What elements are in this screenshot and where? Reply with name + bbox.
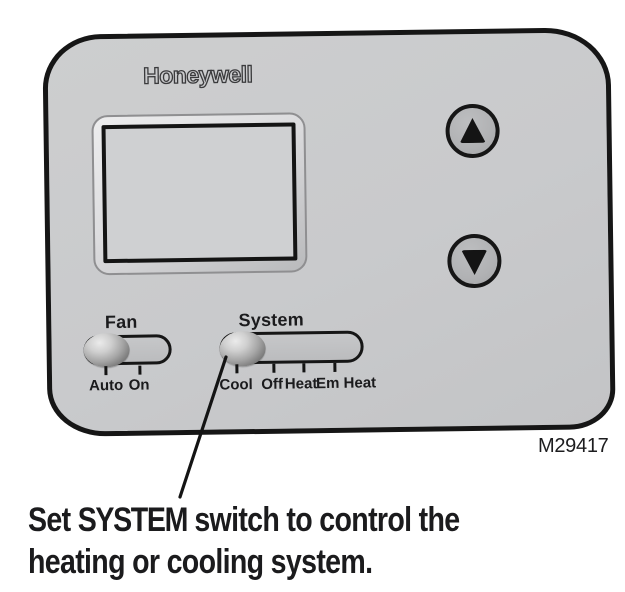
caption-line2: heating or cooling system. <box>28 543 373 581</box>
display-screen <box>101 122 298 264</box>
figure-code: M29417 <box>538 435 609 457</box>
fan-position-label-auto: Auto <box>88 376 124 395</box>
system-position-label-heat: Heat <box>284 375 318 393</box>
caption-line1-pre: Set <box>28 501 78 539</box>
fan-tick-on <box>138 365 142 375</box>
caption: Set SYSTEM switch to control the heating … <box>28 499 582 583</box>
fan-position-label-on: On <box>128 376 150 394</box>
fan-switch-label: Fan <box>104 311 138 333</box>
fan-tick-auto <box>104 366 108 376</box>
caption-line1-bold: SYSTEM <box>77 501 189 539</box>
system-position-label-off: Off <box>261 375 284 393</box>
system-switch-label: System <box>238 309 304 331</box>
up-arrow-icon <box>459 117 486 143</box>
system-tick-heat <box>302 363 306 373</box>
down-arrow-icon <box>461 249 488 275</box>
caption-line1-post: switch to control the <box>187 501 460 539</box>
brand-logo-text: Honeywell <box>143 61 253 89</box>
temp-up-button[interactable] <box>445 103 500 159</box>
temp-down-button[interactable] <box>447 233 502 289</box>
system-position-label-emheat: Em Heat <box>315 374 377 393</box>
system-tick-emheat <box>333 362 337 372</box>
system-position-label-cool: Cool <box>219 376 253 394</box>
system-tick-off <box>272 363 276 373</box>
brand-logo: Honeywell <box>142 60 253 89</box>
system-tick-cool <box>235 364 239 374</box>
thermostat-body: Honeywell Fan Auto On System Cool Off He… <box>42 27 616 437</box>
